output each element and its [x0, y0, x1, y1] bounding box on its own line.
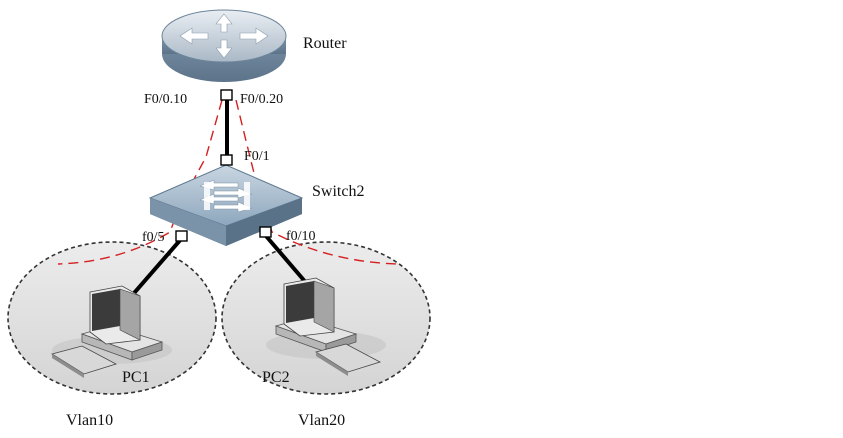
pc2-label: PC2 [262, 369, 290, 386]
switch-pc1-port-label: f0/5 [142, 230, 165, 245]
switch-pc1-link [126, 236, 184, 302]
router-icon[interactable] [161, 9, 287, 82]
port-markers [175, 89, 272, 242]
vlan10-label: Vlan10 [66, 412, 113, 429]
switch-pc2-port-marker [259, 226, 272, 238]
switch-icon[interactable] [148, 164, 304, 246]
switch-uplink-marker [220, 154, 233, 166]
switch-pc2-port-label: f0/10 [286, 229, 316, 244]
pc1-label: PC1 [122, 369, 150, 386]
pc1-icon[interactable] [51, 285, 172, 378]
router-port-marker [220, 89, 233, 101]
switch-uplink-port-label: F0/1 [244, 149, 270, 164]
vlan20-label: Vlan20 [298, 412, 345, 429]
router-label: Router [303, 35, 347, 52]
pc2-icon[interactable] [266, 277, 386, 376]
switch-pc1-port-marker [175, 230, 188, 242]
router-sub1-port-label: F0/0.10 [144, 92, 187, 107]
switch-label: Switch2 [312, 183, 364, 200]
router-sub2-port-label: F0/0.20 [240, 92, 283, 107]
